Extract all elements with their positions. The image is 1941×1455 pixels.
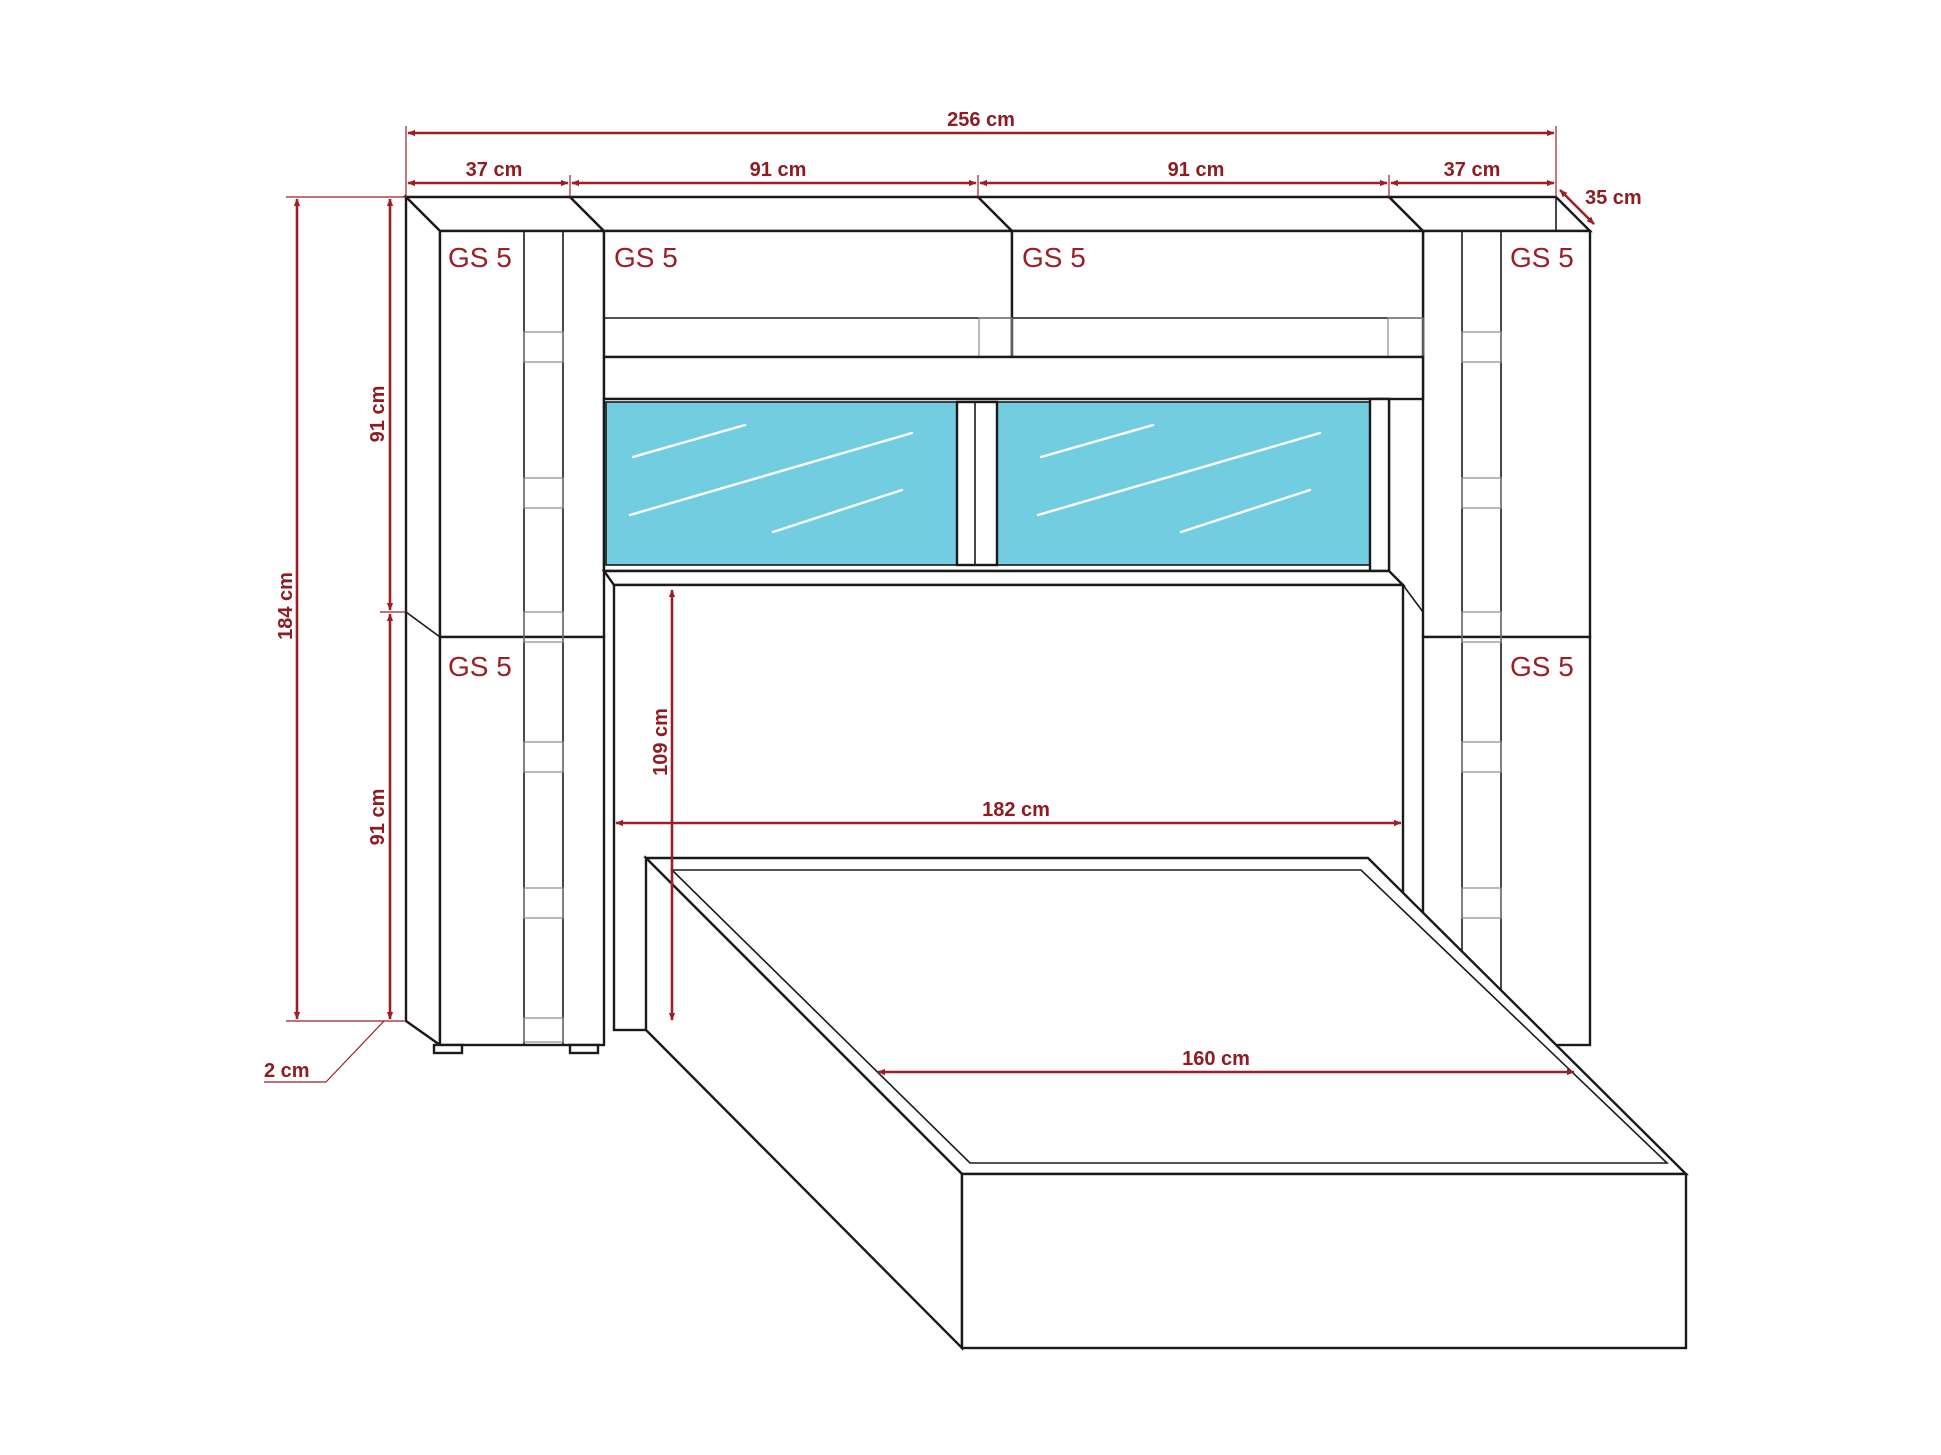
dim-label-depth: 35 cm <box>1585 187 1642 209</box>
bed-front-face <box>960 1172 1688 1350</box>
module-labels: GS 5 GS 5 GS 5 GS 5 GS 5 GS 5 <box>448 242 1574 682</box>
module-label-top-center-left: GS 5 <box>614 242 678 273</box>
glass-panels <box>602 397 1391 573</box>
module-label-top-right: GS 5 <box>1510 242 1574 273</box>
center-bridge <box>567 195 1426 401</box>
module-label-top-center-right: GS 5 <box>1022 242 1086 273</box>
dim-label-upper-height: 91 cm <box>367 386 389 443</box>
dim-label-center-right: 91 cm <box>1168 159 1225 181</box>
module-label-bottom-left: GS 5 <box>448 651 512 682</box>
left-tower-split <box>405 611 441 638</box>
left-foot-1 <box>432 1043 464 1055</box>
module-label-bottom-right: GS 5 <box>1510 651 1574 682</box>
dim-label-plinth: 2 cm <box>264 1060 310 1082</box>
dim-label-total-width: 256 cm <box>947 109 1015 131</box>
headboard-top <box>601 569 1406 587</box>
left-tower <box>403 194 607 1055</box>
dim-label-mattress-width: 160 cm <box>1182 1048 1250 1070</box>
dimension-labels: 256 cm 37 cm 91 cm 91 cm 37 cm 35 cm 184… <box>264 109 1642 1082</box>
right-tower-shelves <box>1461 331 1502 919</box>
glass-right-post <box>1368 397 1391 573</box>
dim-label-center-left: 91 cm <box>750 159 807 181</box>
dim-leader-plinth <box>325 1020 385 1083</box>
glass-divider <box>955 400 999 567</box>
bridge-lower-rail <box>602 355 1425 401</box>
dim-label-headboard-height: 109 cm <box>650 708 672 776</box>
left-upper-cabinet <box>438 229 606 639</box>
left-tower-shelves <box>523 331 564 1043</box>
right-upper-cabinet <box>1421 229 1592 639</box>
dim-label-total-height: 184 cm <box>275 572 297 640</box>
dim-line-depth <box>1559 189 1595 225</box>
left-lower-cabinet <box>438 635 606 1047</box>
glass-panel-right <box>996 401 1371 566</box>
left-foot-2 <box>568 1043 600 1055</box>
dim-label-headboard-width: 182 cm <box>982 799 1050 821</box>
bridge-top-right <box>975 195 1426 233</box>
glass-panel-left <box>605 401 958 566</box>
bed-mattress-inset <box>670 869 1669 1164</box>
left-tower-side-face <box>404 194 442 1048</box>
dim-label-lower-height: 91 cm <box>367 789 389 846</box>
bridge-top-left <box>567 195 1015 233</box>
bridge-cabinet-right <box>1010 229 1425 359</box>
dim-label-side-right: 37 cm <box>1444 159 1501 181</box>
module-label-top-left: GS 5 <box>448 242 512 273</box>
bed-base <box>614 855 1689 1351</box>
dimension-lines <box>264 126 1595 1083</box>
dim-label-side-left: 37 cm <box>466 159 523 181</box>
